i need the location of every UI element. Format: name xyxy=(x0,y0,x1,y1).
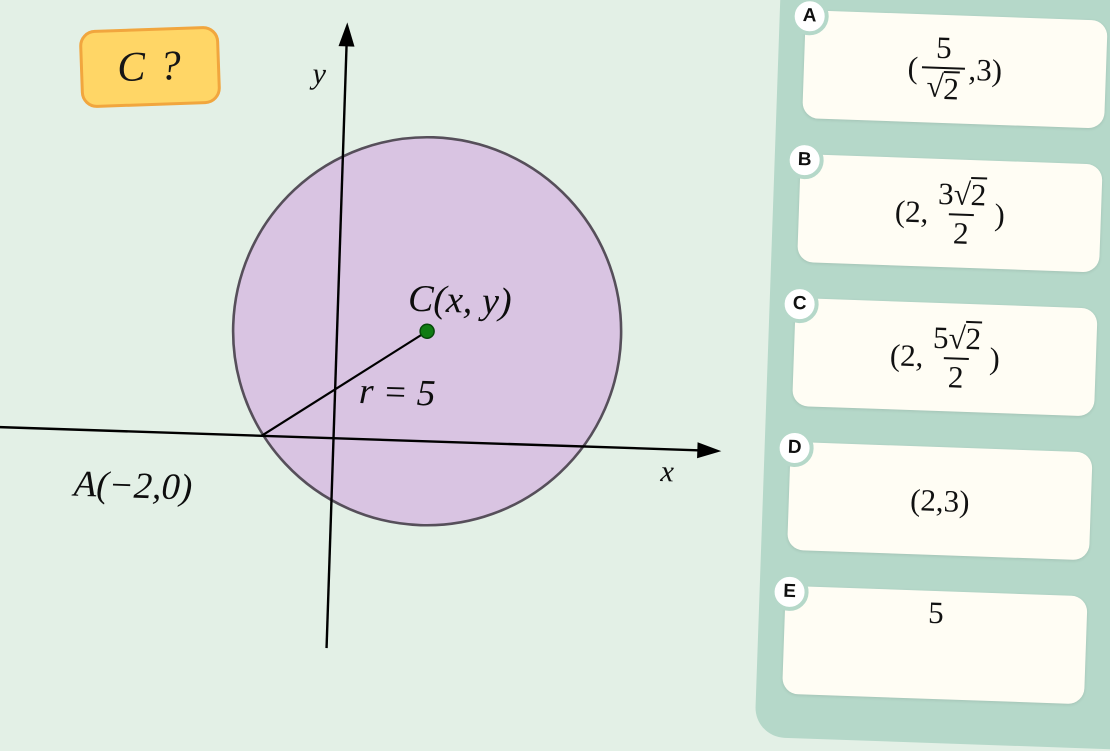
x-axis-label: x xyxy=(659,455,675,488)
fraction: 5 xyxy=(923,594,950,632)
paren-close: ) xyxy=(993,196,1006,233)
option-b-letter: B xyxy=(785,140,825,180)
answer-panel: A ( 5 √ 2 ,3) B (2, 3 √ 2 xyxy=(754,0,1110,751)
answer-option-c[interactable]: C (2, 5 √ 2 2 ) xyxy=(779,284,1098,417)
sqrt-sign: √ xyxy=(953,176,972,213)
x-axis-arrow-icon xyxy=(697,442,722,459)
radicand: 2 xyxy=(965,321,982,357)
option-c-expression: (2, 5 √ 2 2 ) xyxy=(889,319,1001,396)
option-b-expression: (2, 3 √ 2 2 ) xyxy=(894,175,1006,252)
numerator: 5 xyxy=(935,30,953,66)
sqrt-sign: √ xyxy=(925,68,945,104)
question-badge-label: C ? xyxy=(116,42,184,92)
y-axis-label: y xyxy=(309,57,327,91)
numerator-coef: 3 xyxy=(937,176,955,212)
sqrt-sign: √ xyxy=(948,320,967,357)
denominator: 2 xyxy=(952,215,970,251)
paren-open: (2, xyxy=(894,193,930,230)
y-axis xyxy=(325,42,348,649)
radicand: 2 xyxy=(942,70,960,107)
answer-option-b[interactable]: B (2, 3 √ 2 2 ) xyxy=(785,140,1103,273)
paren-open: ( xyxy=(907,49,919,86)
coordinate-diagram: y x C(x, y) r = 5 A(−2,0) xyxy=(0,22,722,649)
option-a-letter: A xyxy=(790,0,830,36)
center-label: C(x, y) xyxy=(407,278,512,323)
numerator: 5 xyxy=(927,594,945,631)
point-a-label: A(−2,0) xyxy=(70,464,193,509)
option-e-letter: E xyxy=(769,572,810,612)
question-badge: C ? xyxy=(78,25,222,109)
radius-line xyxy=(260,330,428,437)
option-e-expression: 5 xyxy=(919,594,954,632)
center-point xyxy=(419,323,435,339)
paren-close: ) xyxy=(988,340,1001,377)
option-d-letter: D xyxy=(774,428,815,468)
option-d-expression: (2,3) xyxy=(909,482,971,520)
denominator: 2 xyxy=(947,359,965,395)
paren-open: (2, xyxy=(889,337,925,374)
answer-option-a[interactable]: A ( 5 √ 2 ,3) xyxy=(790,0,1108,129)
fraction: 5 √ 2 2 xyxy=(926,320,987,395)
fraction: 5 √ 2 xyxy=(920,30,966,107)
answer-option-e[interactable]: E 5 xyxy=(769,572,1088,705)
numerator-coef: 5 xyxy=(932,320,950,356)
paren-close: ,3) xyxy=(967,51,1003,88)
radicand: 2 xyxy=(970,177,987,213)
y-axis-arrow-icon xyxy=(338,22,355,47)
option-a-expression: ( 5 √ 2 ,3) xyxy=(906,30,1003,107)
radius-label: r = 5 xyxy=(358,371,436,415)
x-axis xyxy=(0,425,702,452)
fraction: 3 √ 2 2 xyxy=(931,176,992,251)
option-c-letter: C xyxy=(779,284,820,324)
answer-option-d[interactable]: D (2,3) xyxy=(774,428,1093,561)
expression-text: (2,3) xyxy=(909,482,971,520)
